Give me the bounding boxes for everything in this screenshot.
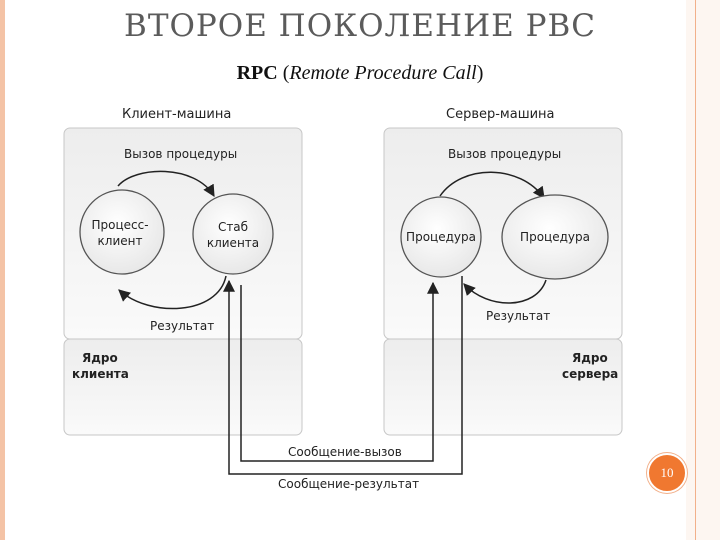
client-kernel-panel: [63, 338, 303, 436]
client-kernel-label-1: Ядро: [82, 351, 118, 365]
client-process-circle: [79, 189, 165, 275]
server-procedure-right-label: Процедура: [520, 230, 590, 244]
server-kernel-label-2: сервера: [562, 367, 618, 381]
left-accent-border: [0, 0, 5, 540]
call-message-path: [240, 281, 439, 462]
server-result-arrow: [463, 279, 547, 304]
result-message-label: Сообщение-результат: [278, 477, 419, 491]
client-result-arrow: [118, 275, 227, 310]
result-message-path: [223, 276, 463, 475]
server-procedure-right-circle: [501, 194, 609, 280]
slide-subtitle: RPC (Remote Procedure Call): [0, 62, 720, 85]
client-call-arrow: [117, 170, 215, 198]
call-message-label: Сообщение-вызов: [288, 445, 402, 459]
slide-title: ВТОРОЕ ПОКОЛЕНИЕ РВС: [124, 8, 596, 44]
right-accent-line: [695, 0, 696, 540]
client-stub-label-2: клиента: [207, 236, 259, 250]
right-accent-panel: [686, 0, 720, 540]
server-procedure-left-circle: [400, 196, 482, 278]
client-stub-label-1: Стаб: [218, 220, 248, 234]
client-process-label-1: Процесс-: [91, 218, 148, 232]
client-process-label-2: клиент: [98, 234, 143, 248]
subtitle-close-paren: ): [476, 62, 484, 84]
server-result-label: Результат: [486, 309, 550, 323]
client-stub-circle: [192, 193, 274, 275]
client-machine-heading: Клиент-машина: [122, 107, 231, 122]
client-result-label: Результат: [150, 319, 214, 333]
subtitle-open-paren: (: [277, 62, 290, 84]
subtitle-expansion: Remote Procedure Call: [289, 62, 477, 84]
server-machine-heading: Сервер-машина: [446, 107, 555, 122]
subtitle-abbreviation: RPC: [236, 62, 278, 84]
server-kernel-panel: [383, 338, 623, 436]
client-call-label: Вызов процедуры: [124, 147, 237, 161]
server-kernel-label-1: Ядро: [572, 351, 608, 365]
client-kernel-label-2: клиента: [72, 367, 129, 381]
server-call-label: Вызов процедуры: [448, 147, 561, 161]
page-number-badge: 10: [647, 453, 687, 493]
server-call-arrow: [439, 171, 545, 199]
server-procedure-left-label: Процедура: [406, 230, 476, 244]
